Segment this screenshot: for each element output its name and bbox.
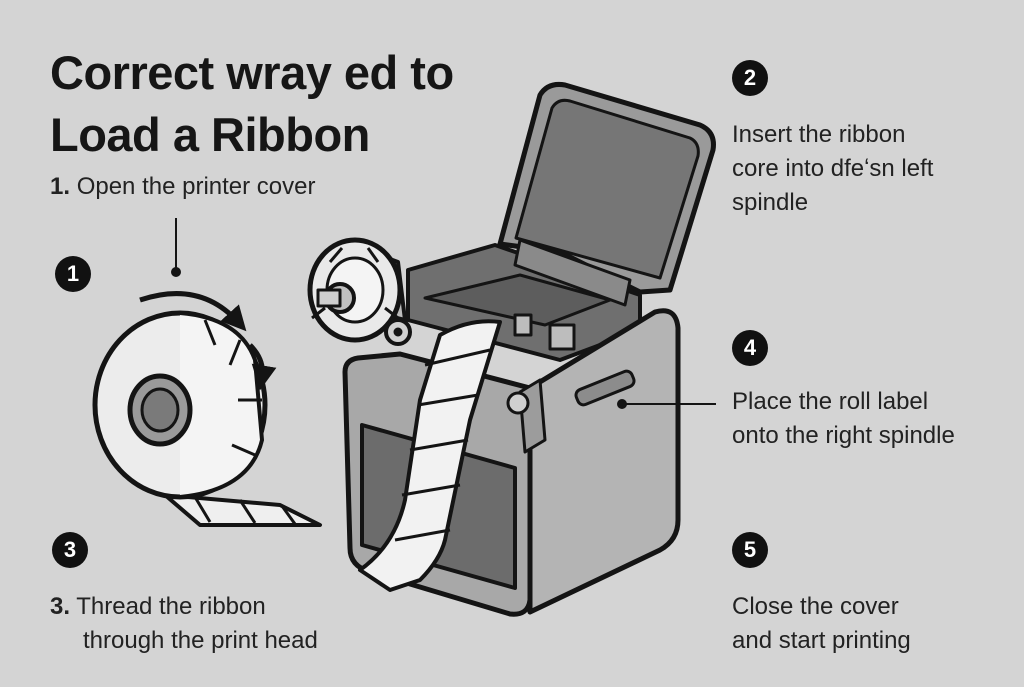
ribbon-roll-on-spindle [307, 237, 412, 346]
step-4-text: Place the roll label onto the right spin… [732, 385, 955, 453]
step-3-line-2: through the print head [83, 627, 318, 654]
step-3-text: 3. Thread the ribbon through the print h… [50, 590, 318, 658]
title-line-2: Load a Ribbon [50, 108, 370, 161]
step-3-line-1: Thread the ribbon [76, 593, 266, 620]
label-strip-threaded [358, 319, 502, 592]
step-5-line-2: and start printing [732, 627, 911, 654]
step-3-badge: 3 [52, 532, 88, 568]
step-2-line-3: spindle [732, 189, 809, 216]
label-roll-loose [92, 310, 322, 527]
step-2-text: Insert the ribbon core into dfeʻsn left … [732, 118, 933, 220]
step-2-line-2: core into dfeʻsn left [732, 155, 934, 182]
step-5-badge: 5 [732, 532, 768, 568]
page-title: Correct wray ed to Load a Ribbon [50, 42, 454, 166]
printer-lid [497, 82, 716, 295]
step-2-badge: 2 [732, 60, 768, 96]
step-2-line-1: Insert the ribbon [732, 121, 906, 148]
step-1-text: 1. Open the printer cover [50, 170, 315, 204]
step-1-prefix: 1. [50, 173, 71, 200]
title-line-1: Correct wray ed to [50, 46, 454, 99]
step-5-text: Close the cover and start printing [732, 590, 911, 658]
step-1-label: Open the printer cover [76, 173, 316, 200]
step-3-prefix: 3. [50, 593, 71, 620]
rotation-arrow-2-icon [248, 343, 277, 391]
step-4-line-1: Place the roll label [732, 388, 929, 415]
rotation-arrow-icon [139, 291, 247, 332]
step-1-badge: 1 [55, 256, 91, 292]
step-5-line-1: Close the cover [732, 593, 899, 620]
step-4-line-2: onto the right spindle [732, 422, 955, 449]
step-4-badge: 4 [732, 330, 768, 366]
